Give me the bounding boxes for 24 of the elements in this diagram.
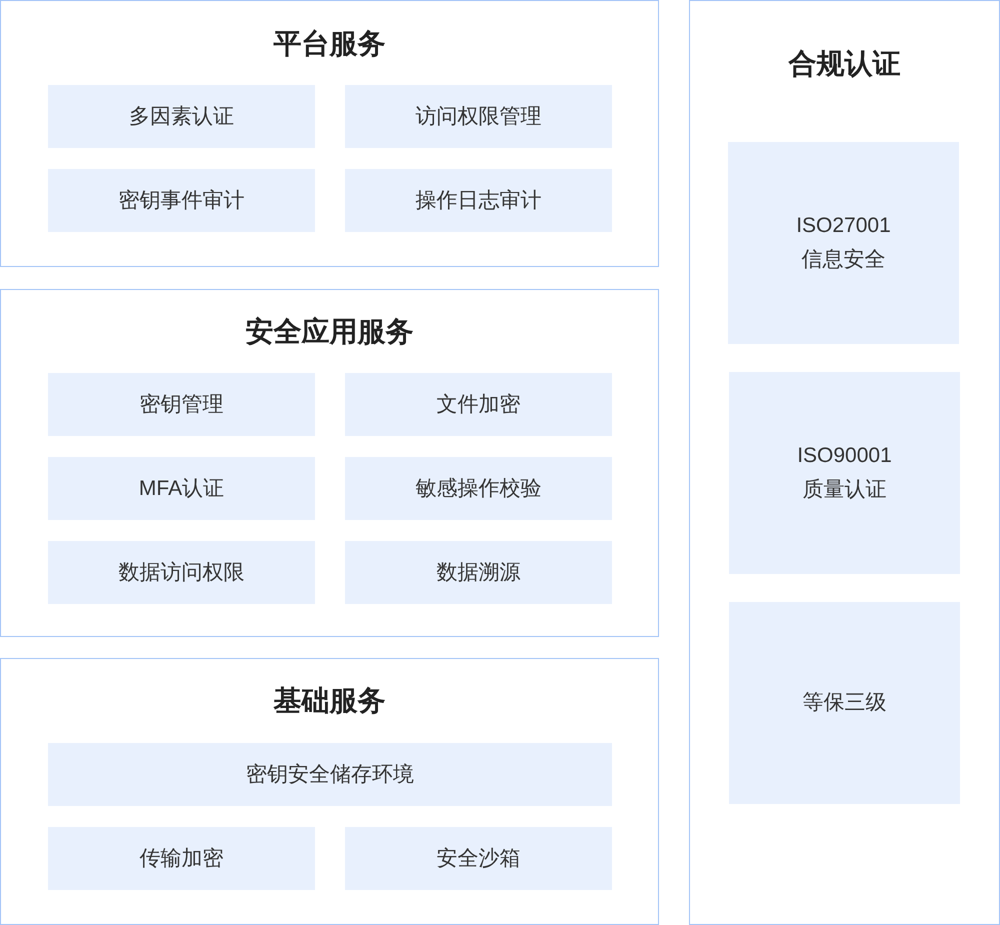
group-panel bbox=[0, 658, 659, 925]
service-box: 密钥安全储存环境 bbox=[48, 743, 612, 806]
service-box: 访问权限管理 bbox=[345, 85, 612, 148]
group-heading: 安全应用服务 bbox=[244, 315, 414, 349]
service-box: 数据访问权限 bbox=[48, 541, 315, 604]
service-box: 敏感操作校验 bbox=[345, 457, 612, 520]
group-panel bbox=[689, 0, 1000, 925]
service-box: 密钥管理 bbox=[48, 373, 315, 436]
service-box: 数据溯源 bbox=[345, 541, 612, 604]
service-box: 密钥事件审计 bbox=[48, 169, 315, 232]
service-box: ISO90001 质量认证 bbox=[729, 372, 960, 574]
group-panel bbox=[0, 0, 659, 267]
service-box: 多因素认证 bbox=[48, 85, 315, 148]
group-panel bbox=[0, 289, 659, 637]
service-box: 文件加密 bbox=[345, 373, 612, 436]
service-box: ISO27001 信息安全 bbox=[728, 142, 959, 344]
group-heading: 基础服务 bbox=[272, 684, 386, 718]
service-box: 操作日志审计 bbox=[345, 169, 612, 232]
service-box: 安全沙箱 bbox=[345, 827, 612, 890]
service-box: MFA认证 bbox=[48, 457, 315, 520]
service-box: 等保三级 bbox=[729, 602, 960, 804]
group-heading: 平台服务 bbox=[272, 27, 386, 61]
service-box: 传输加密 bbox=[48, 827, 315, 890]
group-heading: 合规认证 bbox=[787, 47, 902, 81]
